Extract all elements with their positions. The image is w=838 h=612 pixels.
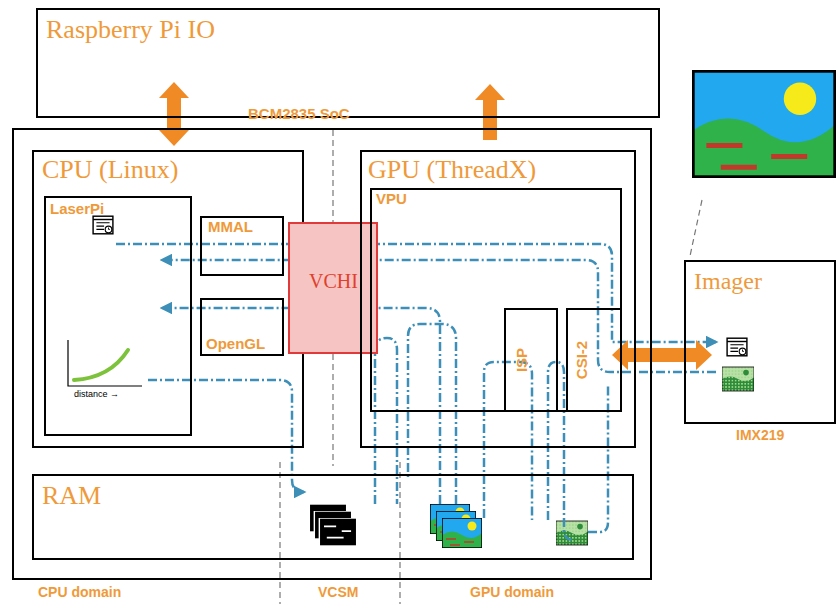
axis-label: distance → xyxy=(74,389,119,399)
library-box: MMAL xyxy=(200,216,284,276)
box-title: VPU xyxy=(376,191,407,208)
box-title: Raspberry Pi IO xyxy=(46,16,215,45)
ram-box: RAM xyxy=(32,474,634,560)
box-title: CSI-2 xyxy=(574,341,591,379)
library-box: OpenGL xyxy=(200,298,284,356)
box-title: ISP xyxy=(514,348,531,372)
vpu-box: VPU ISP CSI-2 xyxy=(370,188,622,412)
box-title: Imager xyxy=(694,268,762,294)
csi-box: CSI-2 xyxy=(566,308,622,412)
scene-image xyxy=(692,70,836,178)
raw-image-icon xyxy=(556,521,588,545)
box-title: GPU (ThreadX) xyxy=(368,156,536,185)
box-title: RAM xyxy=(42,482,101,511)
leader-line xyxy=(690,200,702,256)
document-icon xyxy=(727,338,747,356)
block-arrow xyxy=(475,84,505,140)
box-title: BCM2835 SoC xyxy=(248,106,350,123)
box-title: VCHI xyxy=(309,270,358,292)
document-icon xyxy=(93,216,113,234)
domain-label: CPU domain xyxy=(38,584,121,600)
block-arrow xyxy=(612,340,712,370)
domain-label: GPU domain xyxy=(470,584,554,600)
box-title: MMAL xyxy=(208,219,253,236)
domain-label: VCSM xyxy=(318,584,358,600)
box-title: CPU (Linux) xyxy=(42,156,179,185)
isp-box: ISP xyxy=(504,308,558,412)
gpu-box: GPU (ThreadX) VPU ISP CSI-2 xyxy=(360,150,636,448)
io-box: Raspberry Pi IO xyxy=(36,8,660,118)
image-stack xyxy=(430,504,482,548)
cpu-box: CPU (Linux) LaserPiMMAL OpenGL xyxy=(32,150,304,448)
interface-box: VCHI xyxy=(288,222,378,354)
data-flow xyxy=(116,244,716,540)
box-title: LaserPi xyxy=(50,201,104,218)
imager-box: ImagerIMX219 xyxy=(684,260,836,424)
block-arrow xyxy=(159,82,189,146)
raw-image-icon xyxy=(722,367,754,391)
soc-box: BCM2835 SoCCPU (Linux)LaserPiMMALOpenGLV… xyxy=(12,128,652,580)
box-title: OpenGL xyxy=(206,336,265,353)
app-box: LaserPi xyxy=(44,196,192,436)
distance-graph xyxy=(68,340,142,386)
vcsm-buffer-stack xyxy=(309,504,356,546)
part-number: IMX219 xyxy=(736,428,784,443)
